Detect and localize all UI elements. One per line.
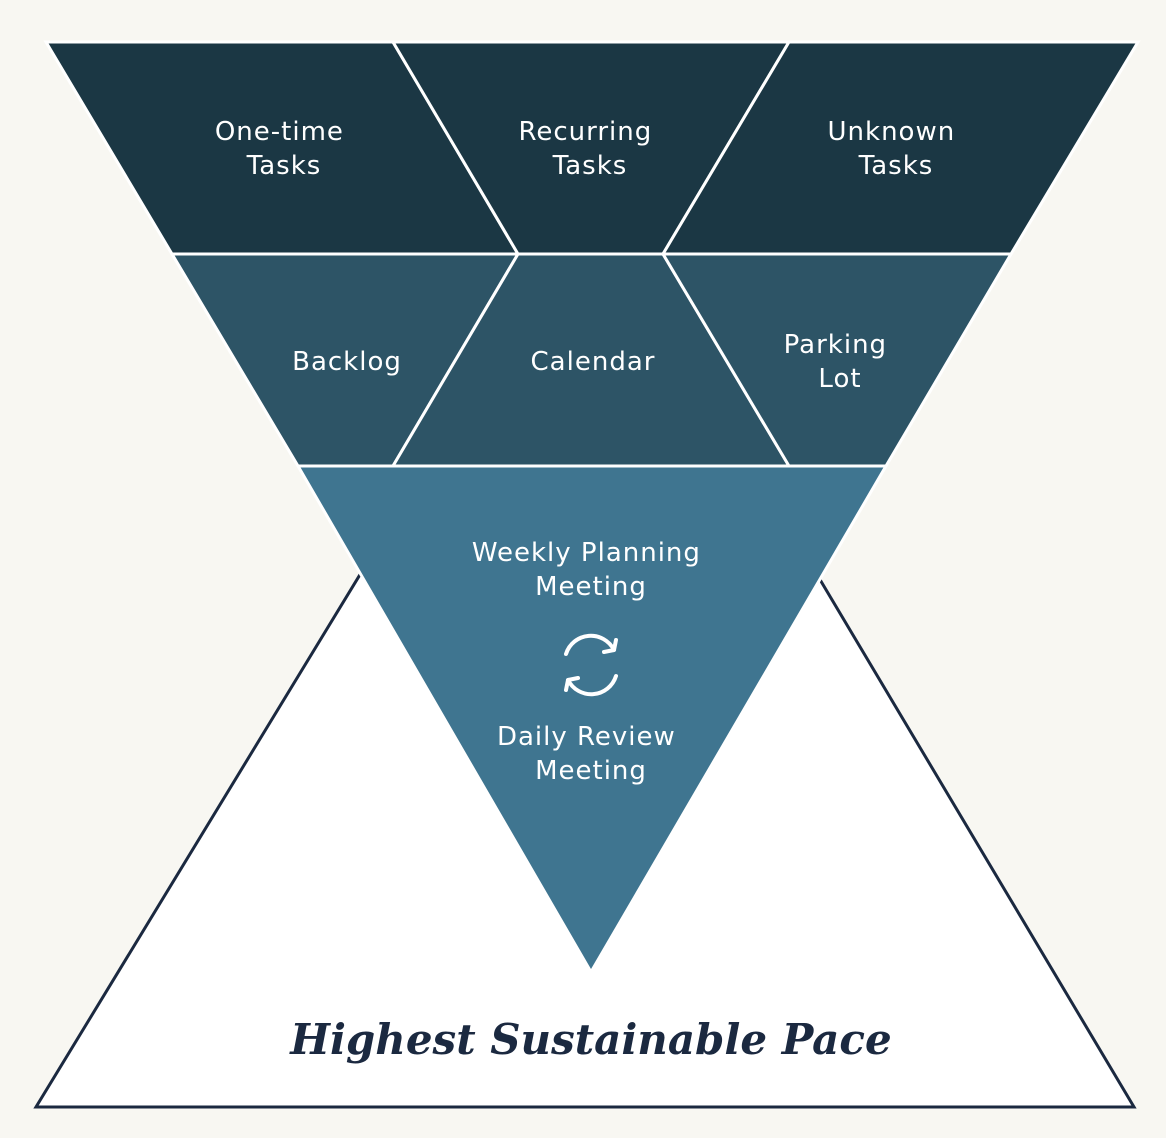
label-recurring-tasks: Recurring Tasks — [518, 117, 661, 181]
label-weekly-planning-meeting: Weekly Planning Meeting — [472, 538, 710, 602]
segment-meetings-funnel — [295, 464, 889, 975]
label-backlog: Backlog — [292, 347, 402, 377]
label-daily-review-meeting: Daily Review Meeting — [497, 722, 685, 786]
label-one-time-tasks: One-time Tasks — [215, 117, 353, 181]
label-calendar: Calendar — [531, 347, 656, 377]
refresh-cycle-icon — [564, 633, 618, 697]
label-parking-lot: Parking Lot — [784, 330, 897, 394]
label-unknown-tasks: Unknown Tasks — [828, 117, 965, 181]
label-highest-sustainable-pace: Highest Sustainable Pace — [289, 1015, 891, 1064]
